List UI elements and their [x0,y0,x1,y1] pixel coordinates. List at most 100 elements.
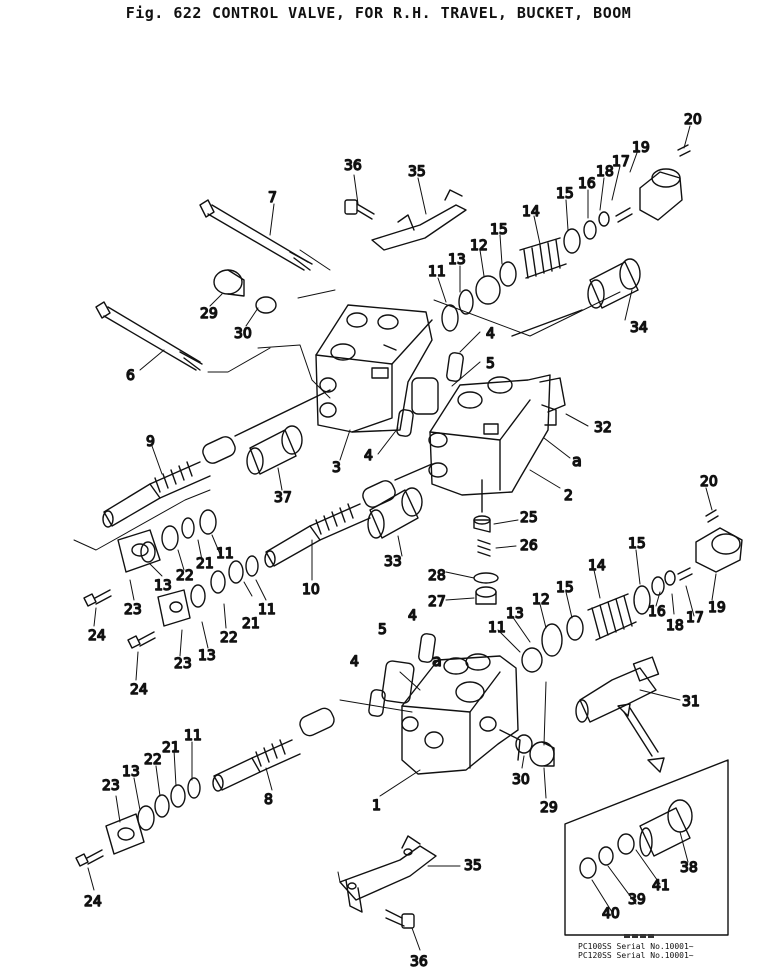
callout-9: 9 [146,434,155,450]
callout-11b: 11 [488,620,506,636]
callout-22b: 22 [220,630,238,646]
gaskets-upper [396,352,464,437]
valve-block-3 [315,304,433,433]
callout-22: 22 [176,568,194,584]
callout-38: 38 [680,860,698,876]
callout-13c: 13 [154,578,172,594]
callout-35: 35 [408,164,426,180]
leader-lines [87,125,717,951]
callout-4: 4 [486,326,495,342]
tie-bolt-7 [199,199,313,271]
callout-4d: 4 [350,654,359,670]
callout-19: 19 [632,140,650,156]
callout-16: 16 [578,176,596,192]
callout-37: 37 [274,490,292,506]
callout-7: 7 [268,190,277,206]
callout-24: 24 [88,628,106,644]
serial-line: PC120SS Serial No.10001~ [578,951,694,960]
callout-4c: 4 [408,608,417,624]
serial-applicability: PC100SS Serial No.10001~ PC120SS Serial … [578,942,766,960]
figure-number: Fig. 622 [125,4,202,22]
callout-13b: 13 [506,606,524,622]
callout-16b: 16 [648,604,666,620]
callout-2: 2 [564,488,573,504]
callout-11: 11 [428,264,446,280]
callout-15: 15 [556,186,574,202]
callout-17: 17 [612,154,630,170]
spool-9 [102,389,331,528]
callout-23c: 23 [102,778,120,794]
spool-8 [212,707,335,792]
callout-29b: 29 [540,800,558,816]
reference-lines [73,249,621,883]
callout-13e: 13 [122,764,140,780]
callout-13: 13 [448,252,466,268]
callout-15d: 15 [556,580,574,596]
callout-30: 30 [234,326,252,342]
valve-block-2 [428,374,566,496]
callout-numbers: 36 35 7 20 19 17 18 16 15 14 15 12 13 11… [83,111,726,968]
callout-41: 41 [652,878,670,894]
plug-29-lower [529,741,555,767]
callout-11e: 11 [184,728,202,744]
callout-a: a [572,451,582,470]
spring-assembly-center [473,479,499,605]
callout-35b: 35 [464,858,482,874]
spool-10 [264,463,433,568]
callout-21: 21 [196,556,214,572]
callout-32: 32 [594,420,612,436]
double-arrow [617,703,665,773]
callout-18b: 18 [666,618,684,634]
plug-29-top [213,269,245,297]
cap-assembly-left-lower [75,777,201,867]
serial-line: PC100SS Serial No.10001~ [578,942,694,951]
cap-assembly-left-upper [83,509,259,649]
callout-11d: 11 [258,602,276,618]
callout-27: 27 [428,594,446,610]
callout-14: 14 [522,204,540,220]
callout-21b: 21 [242,616,260,632]
callout-24b: 24 [130,682,148,698]
leader-34 [511,309,583,337]
callout-17b: 17 [686,610,704,626]
callout-26: 26 [520,538,538,554]
spring-assembly-upper [441,144,691,332]
cap-37 [246,425,303,475]
bracket-35-top [371,189,467,251]
callout-15c: 15 [628,536,646,552]
callout-15b: 15 [490,222,508,238]
callout-12: 12 [470,238,488,254]
callout-29: 29 [200,306,218,322]
callout-28: 28 [428,568,446,584]
callout-31: 31 [682,694,700,710]
callout-3: 3 [332,460,341,476]
gaskets-lower [368,633,436,717]
callout-25: 25 [520,510,538,526]
callout-20: 20 [684,112,702,128]
callout-34: 34 [630,320,648,336]
callout-39: 39 [628,892,646,908]
callout-11c: 11 [216,546,234,562]
spring-assembly-lower [521,509,743,673]
o-ring-30-top [255,296,277,314]
callout-23b: 23 [174,656,192,672]
callout-10: 10 [302,582,320,598]
tie-bolt-6 [95,301,203,371]
callout-14b: 14 [588,558,606,574]
callout-24c: 24 [84,894,102,910]
callout-21c: 21 [162,740,180,756]
cap-33 [367,487,423,539]
callout-33: 33 [384,554,402,570]
callout-40: 40 [602,906,620,922]
bolt-36-lower [385,909,415,929]
callout-36: 36 [344,158,362,174]
bracket-35-lower [339,835,437,913]
callout-5: 5 [486,356,495,372]
callout-22c: 22 [144,752,162,768]
bolt-36-top [344,199,375,220]
callout-13d: 13 [198,648,216,664]
callout-4b: 4 [364,448,373,464]
cap-34 [587,258,641,309]
